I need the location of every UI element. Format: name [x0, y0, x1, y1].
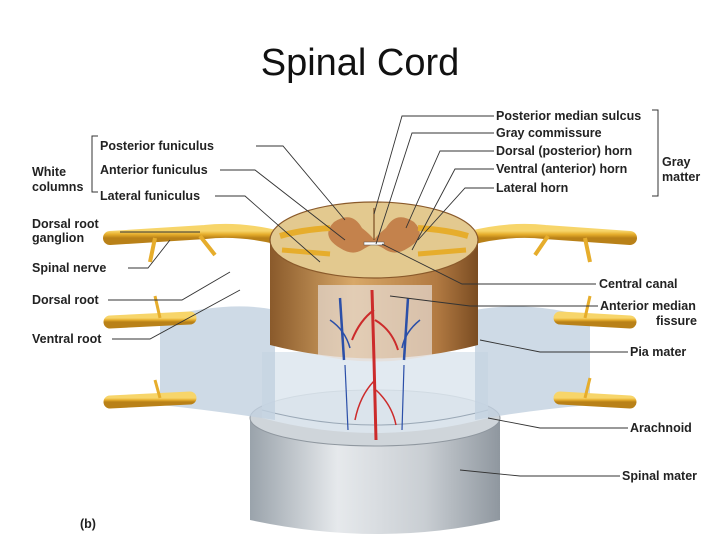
label-pia-mater: Pia mater [630, 345, 686, 359]
label-gray-matter-line2: matter [662, 170, 700, 184]
label-lateral-funiculus: Lateral funiculus [100, 189, 200, 203]
label-dorsal-horn: Dorsal (posterior) horn [496, 144, 632, 158]
label-white-columns-line2: columns [32, 180, 83, 194]
label-posterior-funiculus: Posterior funiculus [100, 139, 214, 153]
label-anterior-median-fissure-line1: Anterior median [600, 299, 696, 313]
label-ventral-root: Ventral root [32, 332, 102, 346]
label-ventral-horn: Ventral (anterior) horn [496, 162, 627, 176]
label-anterior-median-fissure-line2: fissure [656, 314, 697, 328]
label-gray-matter: Gray matter [662, 155, 700, 184]
panel-letter: (b) [80, 517, 96, 531]
label-white-columns: White columns [32, 165, 83, 194]
label-spinal-mater: Spinal mater [622, 469, 697, 483]
label-anterior-median-fissure: Anterior median fissure [600, 299, 699, 328]
label-spinal-nerve: Spinal nerve [32, 261, 106, 275]
leader-lines [108, 115, 628, 477]
label-central-canal: Central canal [599, 277, 678, 291]
gray-matter-bracket [652, 109, 659, 197]
label-gray-matter-line1: Gray [662, 155, 691, 169]
label-white-columns-line1: White [32, 165, 66, 179]
white-columns-bracket [91, 135, 98, 193]
label-dorsal-root-ganglion: Dorsal root ganglion [32, 217, 102, 245]
label-dorsal-root-ganglion-line1: Dorsal root [32, 217, 100, 231]
label-gray-commissure: Gray commissure [496, 126, 602, 140]
page-title: Spinal Cord [260, 42, 460, 84]
label-dorsal-root-ganglion-line2: ganglion [32, 231, 84, 245]
blood-vessels [329, 289, 421, 441]
label-posterior-median-sulcus: Posterior median sulcus [496, 109, 641, 123]
label-lateral-horn: Lateral horn [496, 181, 568, 195]
label-arachnoid: Arachnoid [630, 421, 692, 435]
label-dorsal-root: Dorsal root [32, 293, 100, 307]
cord-cross-section [269, 201, 479, 279]
label-anterior-funiculus: Anterior funiculus [100, 163, 208, 177]
